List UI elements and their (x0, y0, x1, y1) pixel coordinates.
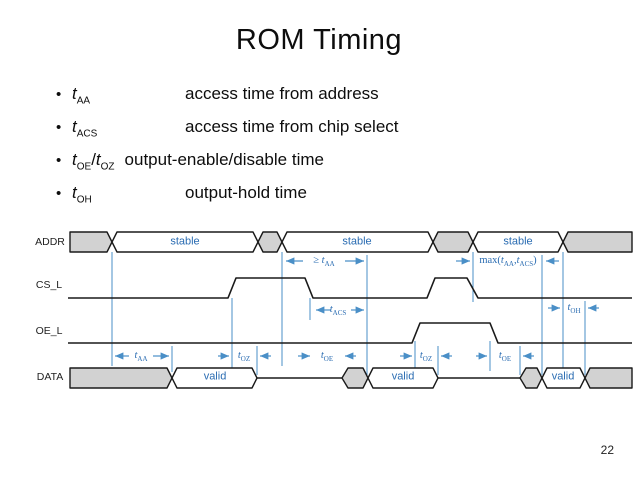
bullet-term: tOH (72, 183, 92, 206)
bus-state-label: valid (391, 370, 415, 383)
addr-waveform (69, 231, 633, 253)
bullet-dot: • (56, 152, 62, 169)
bullet-item-0: • tAA access time from address (56, 84, 638, 117)
bullet-item-1: • tACS access time from chip select (56, 117, 638, 150)
timing-parameter-label: tAA (134, 349, 148, 363)
bullet-dot: • (56, 86, 62, 103)
bullet-list: • tAA access time from address • tACS access … (0, 84, 638, 216)
slide-title: ROM Timing (235, 24, 403, 56)
timing-parameter-label: tOH (567, 301, 581, 315)
timing-parameter-label: tOE (498, 349, 512, 363)
bus-state-label: valid (551, 370, 575, 383)
bullet-item-3: • tOH output-hold time (56, 183, 638, 216)
cs-waveform (68, 277, 632, 299)
timing-parameter-label: ≥ tAA (313, 254, 335, 268)
waveform-canvas (68, 231, 633, 389)
timing-parameter-label: tACS (329, 303, 347, 317)
signal-label-data: DATA (36, 370, 64, 383)
bus-state-label: stable (342, 235, 372, 248)
bullet-description: access time from chip select (185, 117, 399, 136)
bus-state-label: stable (170, 235, 200, 248)
bullet-dot: • (56, 119, 62, 136)
bullet-description: output-hold time (185, 183, 307, 202)
bullet-term: tOE/tOZ (72, 150, 115, 173)
signal-label-addr: ADDR (35, 235, 65, 248)
bus-state-label: stable (503, 235, 533, 248)
timing-parameter-label: max(tAA,tACS) (479, 254, 537, 268)
bullet-item-2: • tOE/tOZ output-enable/disable time (56, 150, 638, 183)
bullet-term: tAA (72, 84, 91, 107)
page-number: 22 (600, 443, 614, 457)
timing-parameter-label: tOE (320, 349, 334, 363)
bullet-dot: • (56, 185, 62, 202)
data-waveform (69, 367, 633, 389)
timing-parameter-label: tOZ (237, 349, 251, 363)
timing-parameter-label: tOZ (419, 349, 433, 363)
bullet-description: output-enable/disable time (124, 150, 324, 169)
timing-diagram: ADDR CS_L OE_L DATA stable stable stable valid v… (0, 225, 638, 400)
signal-label-oe_l: OE_L (35, 324, 63, 337)
guide-lines (111, 252, 586, 375)
bullet-term: tACS (72, 117, 98, 140)
bullet-description: access time from address (185, 84, 379, 103)
bus-state-label: valid (203, 370, 227, 383)
oe-waveform (68, 322, 632, 344)
signal-label-cs_l: CS_L (35, 278, 63, 291)
measure-arrows (115, 257, 599, 360)
